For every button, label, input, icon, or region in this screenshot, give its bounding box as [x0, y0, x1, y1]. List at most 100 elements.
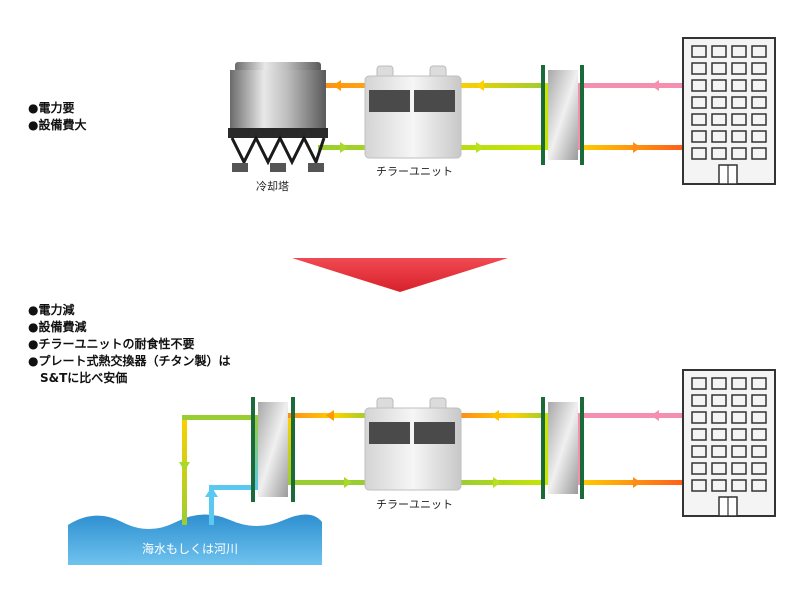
building-window [751, 79, 767, 92]
building-window [691, 445, 707, 458]
building-window [691, 377, 707, 390]
bullet-item: ●設備費減 [28, 320, 87, 334]
flow-arrow [344, 477, 352, 488]
top-heat-exchanger [541, 65, 584, 165]
bottom-mid-supply-pipe [460, 480, 548, 485]
building-window [691, 411, 707, 424]
building-window [751, 377, 767, 390]
top-hx-left-riser [543, 83, 548, 150]
building-window [691, 428, 707, 441]
building-window [731, 411, 747, 424]
building-window [751, 45, 767, 58]
building-window [751, 445, 767, 458]
building-window [691, 96, 707, 109]
building-window [751, 147, 767, 160]
building-window [711, 96, 727, 109]
bottom-building-supply-pipe [577, 480, 687, 485]
building-window [711, 479, 727, 492]
building-window [731, 147, 747, 160]
building-window [711, 462, 727, 475]
flow-arrow [179, 462, 190, 471]
flow-arrow [333, 80, 341, 91]
building-window [751, 130, 767, 143]
building-window [751, 411, 767, 424]
building-window [691, 147, 707, 160]
flow-arrow [340, 142, 348, 153]
bullet-continuation: S&Tに比べ安価 [40, 371, 128, 385]
building-window [731, 130, 747, 143]
bottom-mid-return-pipe [460, 413, 548, 418]
building-window [731, 62, 747, 75]
flow-arrow [633, 142, 641, 153]
building-window [731, 394, 747, 407]
top-hx-right-riser [577, 83, 582, 150]
bottom-chiller-unit [364, 397, 462, 491]
building-window [731, 479, 747, 492]
building-window [711, 377, 727, 390]
building-window [731, 79, 747, 92]
building-window [751, 62, 767, 75]
building-window [711, 45, 727, 58]
building-window [711, 130, 727, 143]
sea-label: 海水もしくは河川 [142, 542, 239, 556]
building-window [731, 428, 747, 441]
bottom-building-return-pipe [577, 413, 687, 418]
top-bullet-list: ●電力要 ●設備費大 [28, 100, 86, 134]
flow-arrow [205, 487, 218, 497]
building-window [731, 445, 747, 458]
bottom-heat-exchanger-building [541, 397, 584, 499]
flow-arrow [651, 410, 659, 421]
building-window [751, 96, 767, 109]
building-window [751, 113, 767, 126]
cooling-tower [228, 62, 328, 172]
top-building-supply-pipe [577, 145, 687, 150]
building-window [731, 462, 747, 475]
building-window [751, 394, 767, 407]
building-window [711, 79, 727, 92]
bottom-bullet-list: ●電力減 ●設備費減 ●チラーユニットの耐食性不要 ●プレート式熱交換器（チタン… [28, 302, 230, 387]
building-window [751, 462, 767, 475]
building-window [691, 479, 707, 492]
bullet-item: ●電力要 [28, 101, 75, 115]
top-building-return-pipe [577, 83, 687, 88]
building-window [751, 479, 767, 492]
sea-inlet-pipe [209, 485, 254, 490]
building-window [691, 45, 707, 58]
building-window [691, 113, 707, 126]
building-window [711, 445, 727, 458]
sea-inlet-riser [209, 485, 214, 525]
building-window [691, 130, 707, 143]
bottom-flow-arrows [179, 410, 659, 497]
building-window [751, 428, 767, 441]
building-window [691, 62, 707, 75]
building-window [731, 45, 747, 58]
flow-arrow [633, 477, 641, 488]
building-window [711, 394, 727, 407]
transition-arrow [292, 258, 508, 292]
bullet-item: ●電力減 [28, 303, 75, 317]
building-window [711, 411, 727, 424]
flow-arrow [476, 80, 484, 91]
bullet-item: ●プレート式熱交換器（チタン製）は [28, 354, 231, 368]
flow-arrow [491, 410, 499, 421]
bottom-pipes [182, 413, 687, 525]
building-window [731, 113, 747, 126]
top-building-icon [682, 37, 776, 185]
sea-or-river [68, 514, 322, 565]
bullet-item: ●設備費大 [28, 118, 87, 132]
building-window [691, 394, 707, 407]
bottom-left-supply-pipe [287, 480, 369, 485]
flow-arrow [326, 410, 334, 421]
bullet-item: ●チラーユニットの耐食性不要 [28, 337, 195, 351]
building-window [711, 147, 727, 160]
building-window [711, 113, 727, 126]
bottom-building-icon [682, 369, 776, 517]
bottom-heat-exchanger-sea [251, 397, 295, 502]
building-window [731, 96, 747, 109]
sea-top-pipe [182, 415, 254, 420]
building-window [691, 79, 707, 92]
building-window [711, 62, 727, 75]
flow-arrow [476, 142, 484, 153]
cooling-tower-label: 冷却塔 [256, 180, 289, 193]
